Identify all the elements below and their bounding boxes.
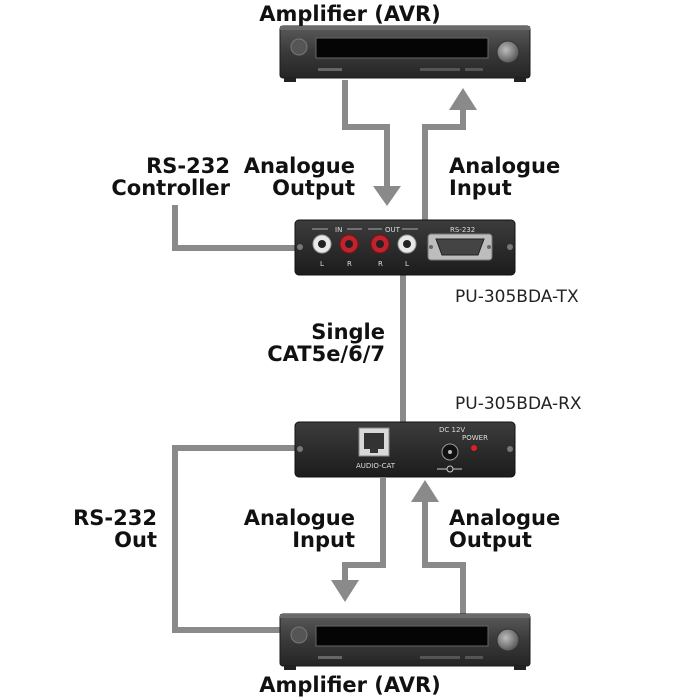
cable-line1: Single bbox=[311, 320, 385, 344]
arrow-heads bbox=[331, 88, 477, 602]
bottom-amplifier-title: Amplifier (AVR) bbox=[259, 673, 441, 697]
analogue-output-top-label: Analogue Output bbox=[244, 155, 355, 199]
tx-model-label: PU-305BDA-TX bbox=[455, 287, 579, 307]
tx-jack-label-1: L bbox=[320, 260, 324, 268]
rx-dc-label: DC 12V bbox=[439, 426, 465, 434]
arrow-down-tx-in bbox=[373, 186, 401, 206]
analogue-input-top-label: Analogue Input bbox=[449, 155, 560, 199]
line-top-analogue-input bbox=[422, 108, 466, 225]
rs232-controller-line1: RS-232 bbox=[146, 154, 230, 178]
dc-jack bbox=[441, 443, 459, 461]
transmitter-device: IN OUT RS-232 L R bbox=[294, 219, 516, 276]
rca-jack-out-left bbox=[397, 234, 417, 254]
arrow-up-top-amp bbox=[449, 88, 477, 110]
top-amplifier bbox=[279, 25, 531, 82]
rx-model-label: PU-305BDA-RX bbox=[455, 394, 582, 414]
analogue-output-bottom-line1: Analogue bbox=[449, 506, 561, 530]
line-top-analogue-output bbox=[342, 80, 390, 188]
tx-rs232-label: RS-232 bbox=[450, 226, 475, 234]
analogue-output-top-line2: Output bbox=[272, 176, 355, 200]
receiver-device: AUDIO-CAT DC 12V POWER bbox=[294, 421, 516, 478]
tx-jack-label-2: R bbox=[347, 260, 352, 268]
analogue-input-bottom-line2: Input bbox=[292, 528, 355, 552]
rx-power-label: POWER bbox=[462, 434, 488, 442]
rj45-port bbox=[358, 427, 390, 457]
line-rs232-out bbox=[172, 445, 295, 633]
analogue-input-top-line2: Input bbox=[449, 176, 512, 200]
rs232-out-line2: Out bbox=[114, 528, 157, 552]
power-led-icon bbox=[471, 445, 477, 451]
rca-jack-in-right bbox=[339, 234, 359, 254]
rs232-controller-line2: Controller bbox=[111, 176, 230, 200]
tx-jack-label-4: L bbox=[405, 260, 409, 268]
analogue-output-bottom-line2: Output bbox=[449, 528, 532, 552]
rca-jack-in-left bbox=[312, 234, 332, 254]
rca-jack-out-right bbox=[370, 234, 390, 254]
rs232-out-line1: RS-232 bbox=[73, 506, 157, 530]
rs232-db9-port bbox=[427, 233, 493, 261]
rx-port-label: AUDIO-CAT bbox=[356, 462, 396, 470]
analogue-output-bottom-label: Analogue Output bbox=[449, 507, 560, 551]
analogue-input-top-line1: Analogue bbox=[449, 154, 561, 178]
connector-lines bbox=[172, 80, 466, 633]
top-amplifier-title: Amplifier (AVR) bbox=[259, 2, 441, 26]
arrow-down-bottom-amp bbox=[331, 580, 359, 602]
analogue-input-bottom-line1: Analogue bbox=[243, 506, 355, 530]
rs232-out-label: RS-232 Out bbox=[73, 507, 157, 551]
analogue-output-top-line1: Analogue bbox=[243, 154, 355, 178]
analogue-input-bottom-label: Analogue Input bbox=[244, 507, 355, 551]
line-bottom-analogue-output bbox=[422, 500, 466, 614]
tx-in-label: IN bbox=[335, 226, 342, 234]
line-rs232-controller bbox=[172, 205, 295, 251]
tx-out-label: OUT bbox=[385, 226, 401, 234]
arrow-up-rx bbox=[411, 480, 439, 502]
cable-line2: CAT5e/6/7 bbox=[267, 342, 385, 366]
cable-label: Single CAT5e/6/7 bbox=[267, 321, 385, 365]
line-bottom-analogue-input bbox=[342, 478, 386, 582]
tx-jack-label-3: R bbox=[378, 260, 383, 268]
dc-polarity-icon bbox=[437, 465, 462, 473]
bottom-amplifier bbox=[279, 613, 531, 670]
rs232-controller-label: RS-232 Controller bbox=[111, 155, 230, 199]
